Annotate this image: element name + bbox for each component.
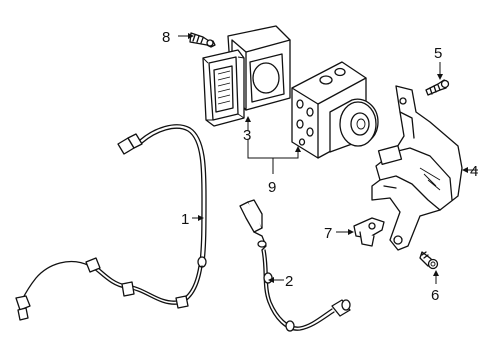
bolt-6 — [419, 251, 439, 270]
callout-5: 5 — [434, 45, 442, 62]
callout-8: 8 — [162, 29, 170, 46]
abs-control-module-3 — [202, 25, 291, 127]
rear-wheel-speed-sensor-2 — [239, 199, 351, 332]
retainer-clip-7 — [353, 217, 385, 247]
front-wheel-speed-sensor-1 — [15, 124, 207, 321]
hydraulic-unit-9 — [291, 61, 379, 159]
callout-7: 7 — [324, 225, 332, 242]
callout-labels: 8 3 9 5 4 1 2 7 6 — [162, 29, 478, 304]
callout-6: 6 — [431, 287, 439, 304]
bolt-8 — [189, 32, 216, 48]
callout-4: 4 — [470, 163, 478, 180]
leader-lines — [178, 33, 478, 284]
callout-1: 1 — [181, 211, 189, 228]
bolt-5 — [425, 79, 450, 96]
callout-9: 9 — [268, 179, 276, 196]
callout-2: 2 — [285, 273, 293, 290]
callout-3: 3 — [243, 127, 251, 144]
mounting-bracket-4 — [371, 85, 463, 251]
